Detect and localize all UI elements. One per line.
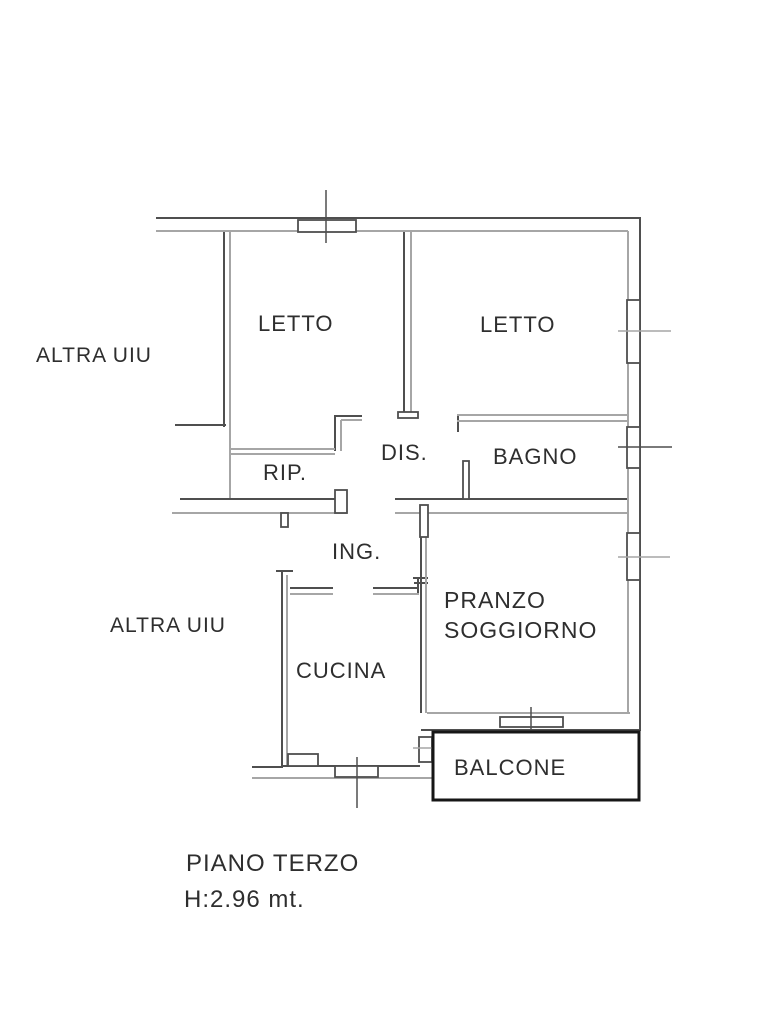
room-label-letto-right: LETTO (480, 312, 556, 337)
wall-pillar (334, 489, 348, 514)
room-label-rip: RIP. (263, 460, 307, 485)
door-jamb-bagno (462, 460, 470, 500)
balcony-outline (431, 730, 641, 802)
door-jamb-pranzo (419, 504, 429, 538)
walls-dark (156, 217, 641, 768)
annotation-altra-uiu-bottom: ALTRA UIU (110, 614, 226, 637)
room-label-pranzo-line1: PRANZO (444, 587, 546, 613)
door-jamb-ing (280, 512, 289, 528)
walls-light (156, 230, 630, 779)
room-label-pranzo-line2: SOGGIORNO (444, 617, 598, 643)
room-label-dis: DIS. (381, 440, 428, 465)
wall-box-cucina-corner (287, 753, 319, 767)
ceiling-height-note: H:2.96 mt. (184, 886, 305, 913)
window-icon-balcony-door (418, 736, 433, 763)
room-label-cucina: CUCINA (296, 658, 387, 683)
room-label-letto-left: LETTO (258, 311, 334, 336)
window-centerlines-dark (325, 190, 672, 808)
room-label-ing: ING. (332, 539, 382, 564)
room-label-pranzo-soggiorno: PRANZO SOGGIORNO (444, 585, 597, 645)
wall-end-cap-letto (397, 411, 419, 419)
annotation-altra-uiu-top: ALTRA UIU (36, 344, 152, 367)
room-label-bagno: BAGNO (493, 444, 578, 469)
room-label-balcone: BALCONE (454, 755, 567, 780)
floor-title: PIANO TERZO (186, 850, 360, 877)
window-icon-top (297, 219, 357, 233)
